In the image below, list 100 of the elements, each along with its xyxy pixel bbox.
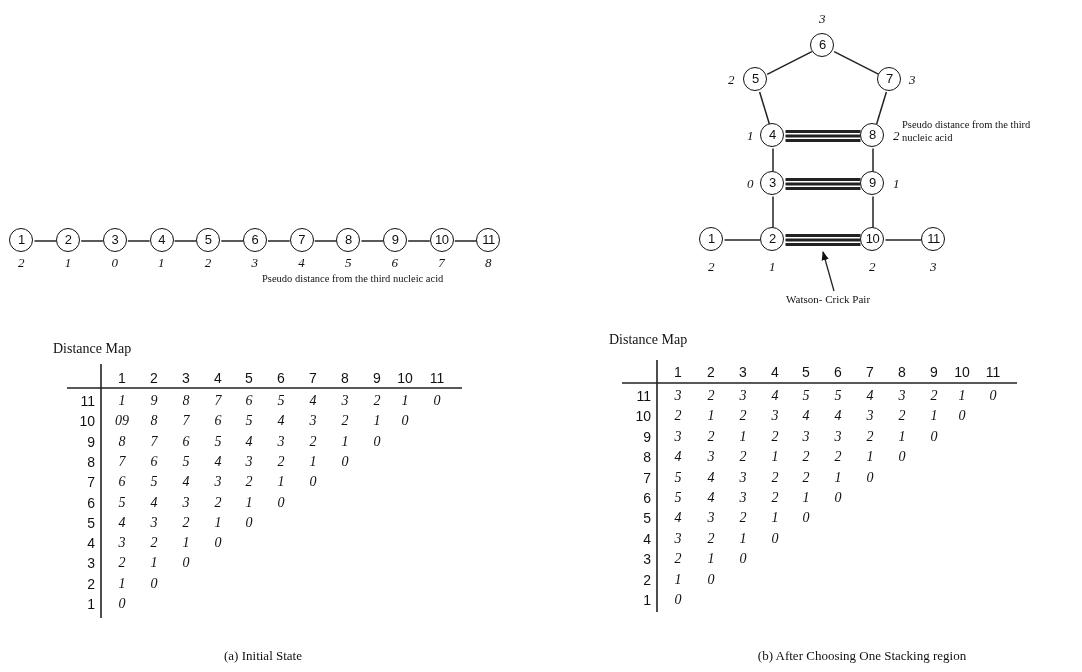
table-cell-text: 3 [117,535,127,552]
nucleotide-circle: 11 [476,228,501,253]
table-cell-text: 1 [340,433,350,450]
table-cell-text: 1 [673,571,683,588]
column-header: 6 [833,364,843,380]
backbone-line [884,239,923,241]
backbone-line [267,240,291,242]
table-cell-text: 5 [673,490,683,506]
table-cell-text: 4 [770,388,780,404]
table-cell-text: 2 [673,551,683,568]
table-cell-text: 1 [706,551,716,568]
table-cell-text: 3 [673,388,683,404]
table-cell-text: 1 [957,388,967,404]
table-cell-text: 3 [706,510,716,527]
column-header: 9 [372,370,382,386]
table-cell-text: 0 [673,592,683,608]
distance-value: 3 [251,256,258,270]
column-header: 10 [953,364,971,380]
distance-value: 2 [18,256,25,270]
row-header: 9 [86,433,95,450]
row-header: 5 [642,510,651,527]
table-cell-text: 0 [276,494,286,511]
table-cell-text: 1 [244,494,254,511]
table-cell-text: 5 [276,393,286,409]
table-cell-text: 2 [149,535,159,552]
table-cell-text: 4 [276,413,286,430]
table-cell-text: 0 [400,413,410,430]
column-header: 5 [801,364,811,380]
column-header: 1 [117,370,127,386]
distance-value: 3 [819,12,826,26]
table-cell-text: 0 [801,510,811,527]
table-cell-text: 2 [213,494,223,511]
leader-arrow [821,251,835,292]
table-cell-text: 8 [181,393,191,409]
backbone-line [407,240,431,242]
table-cell-text: 4 [673,449,683,466]
distance-value: 3 [930,260,937,274]
table-cell-text: 0 [181,555,191,572]
column-header: 3 [738,364,748,380]
distance-value: 1 [64,256,72,270]
table-cell-text: 5 [181,453,191,470]
distance-value: 5 [344,256,352,270]
panel-caption: (a) Initial State [224,648,302,664]
table-cell-text: 1 [738,530,748,547]
table-cell-text: 0 [897,449,907,466]
row-header: 4 [642,530,651,547]
table-cell-text: 7 [117,453,127,470]
table-cell-text: 0 [432,393,442,409]
table-cell-text: 1 [706,408,716,425]
table-cell-text: 7 [149,433,159,450]
annotation-text: Pseudo distance from the third nucleic acid [902,118,1032,144]
row-header: 9 [642,428,651,445]
table-cell-text: 4 [117,514,127,531]
table-cell-text: 1 [149,555,159,572]
table-cell-text: 3 [865,408,875,425]
table-cell-text: 0 [213,535,223,552]
table-cell-text: 8 [149,413,159,430]
nucleotide-circle: 10 [860,227,885,252]
table-cell-text: 4 [149,494,159,511]
backbone-line [872,147,874,173]
table-cell-text: 0 [117,596,127,612]
table-cell-text: 2 [801,449,811,466]
distance-value: 8 [485,256,492,270]
backbone-line [875,91,888,125]
nucleotide-circle: 1 [699,227,724,252]
table-cell-text: 2 [865,428,875,445]
column-header: 7 [865,364,875,380]
table-cell-text: 0 [372,433,382,450]
table-cell-text: 3 [181,494,191,511]
table-cell-text: 7 [213,393,223,409]
row-header: 3 [86,555,95,572]
backbone-line [33,240,57,242]
table-cell-text: 0 [770,530,780,547]
row-header: 3 [642,551,651,568]
base-pair-line [783,177,863,191]
table-cell-text: 4 [833,408,843,425]
table-cell-text: 2 [706,388,716,404]
table-cell-text: 5 [673,469,683,486]
nucleotide-circle: 9 [383,228,407,253]
table-cell-text: 1 [833,469,843,486]
table-cell-text: 3 [738,469,748,486]
table-cell-text: 5 [149,474,159,491]
row-header: 8 [86,453,95,470]
table-cell-text: 3 [833,428,843,445]
base-pair-line [783,233,863,247]
distance-value: 2 [728,73,735,87]
row-header: 10 [78,413,95,430]
distance-value: 2 [204,256,212,270]
column-header: 1 [673,364,683,380]
table-cell-text: 1 [738,428,748,445]
row-header: 6 [86,494,95,511]
table-cell-text: 1 [181,535,191,552]
table-cell-text: 2 [738,449,748,466]
backbone-line [313,240,338,242]
row-header: 2 [642,571,651,588]
table-cell-text: 3 [673,530,683,547]
column-header: 8 [897,364,907,380]
table-cell-text: 1 [213,514,223,531]
table-cell-text: 1 [308,453,318,470]
backbone-line [833,50,880,76]
